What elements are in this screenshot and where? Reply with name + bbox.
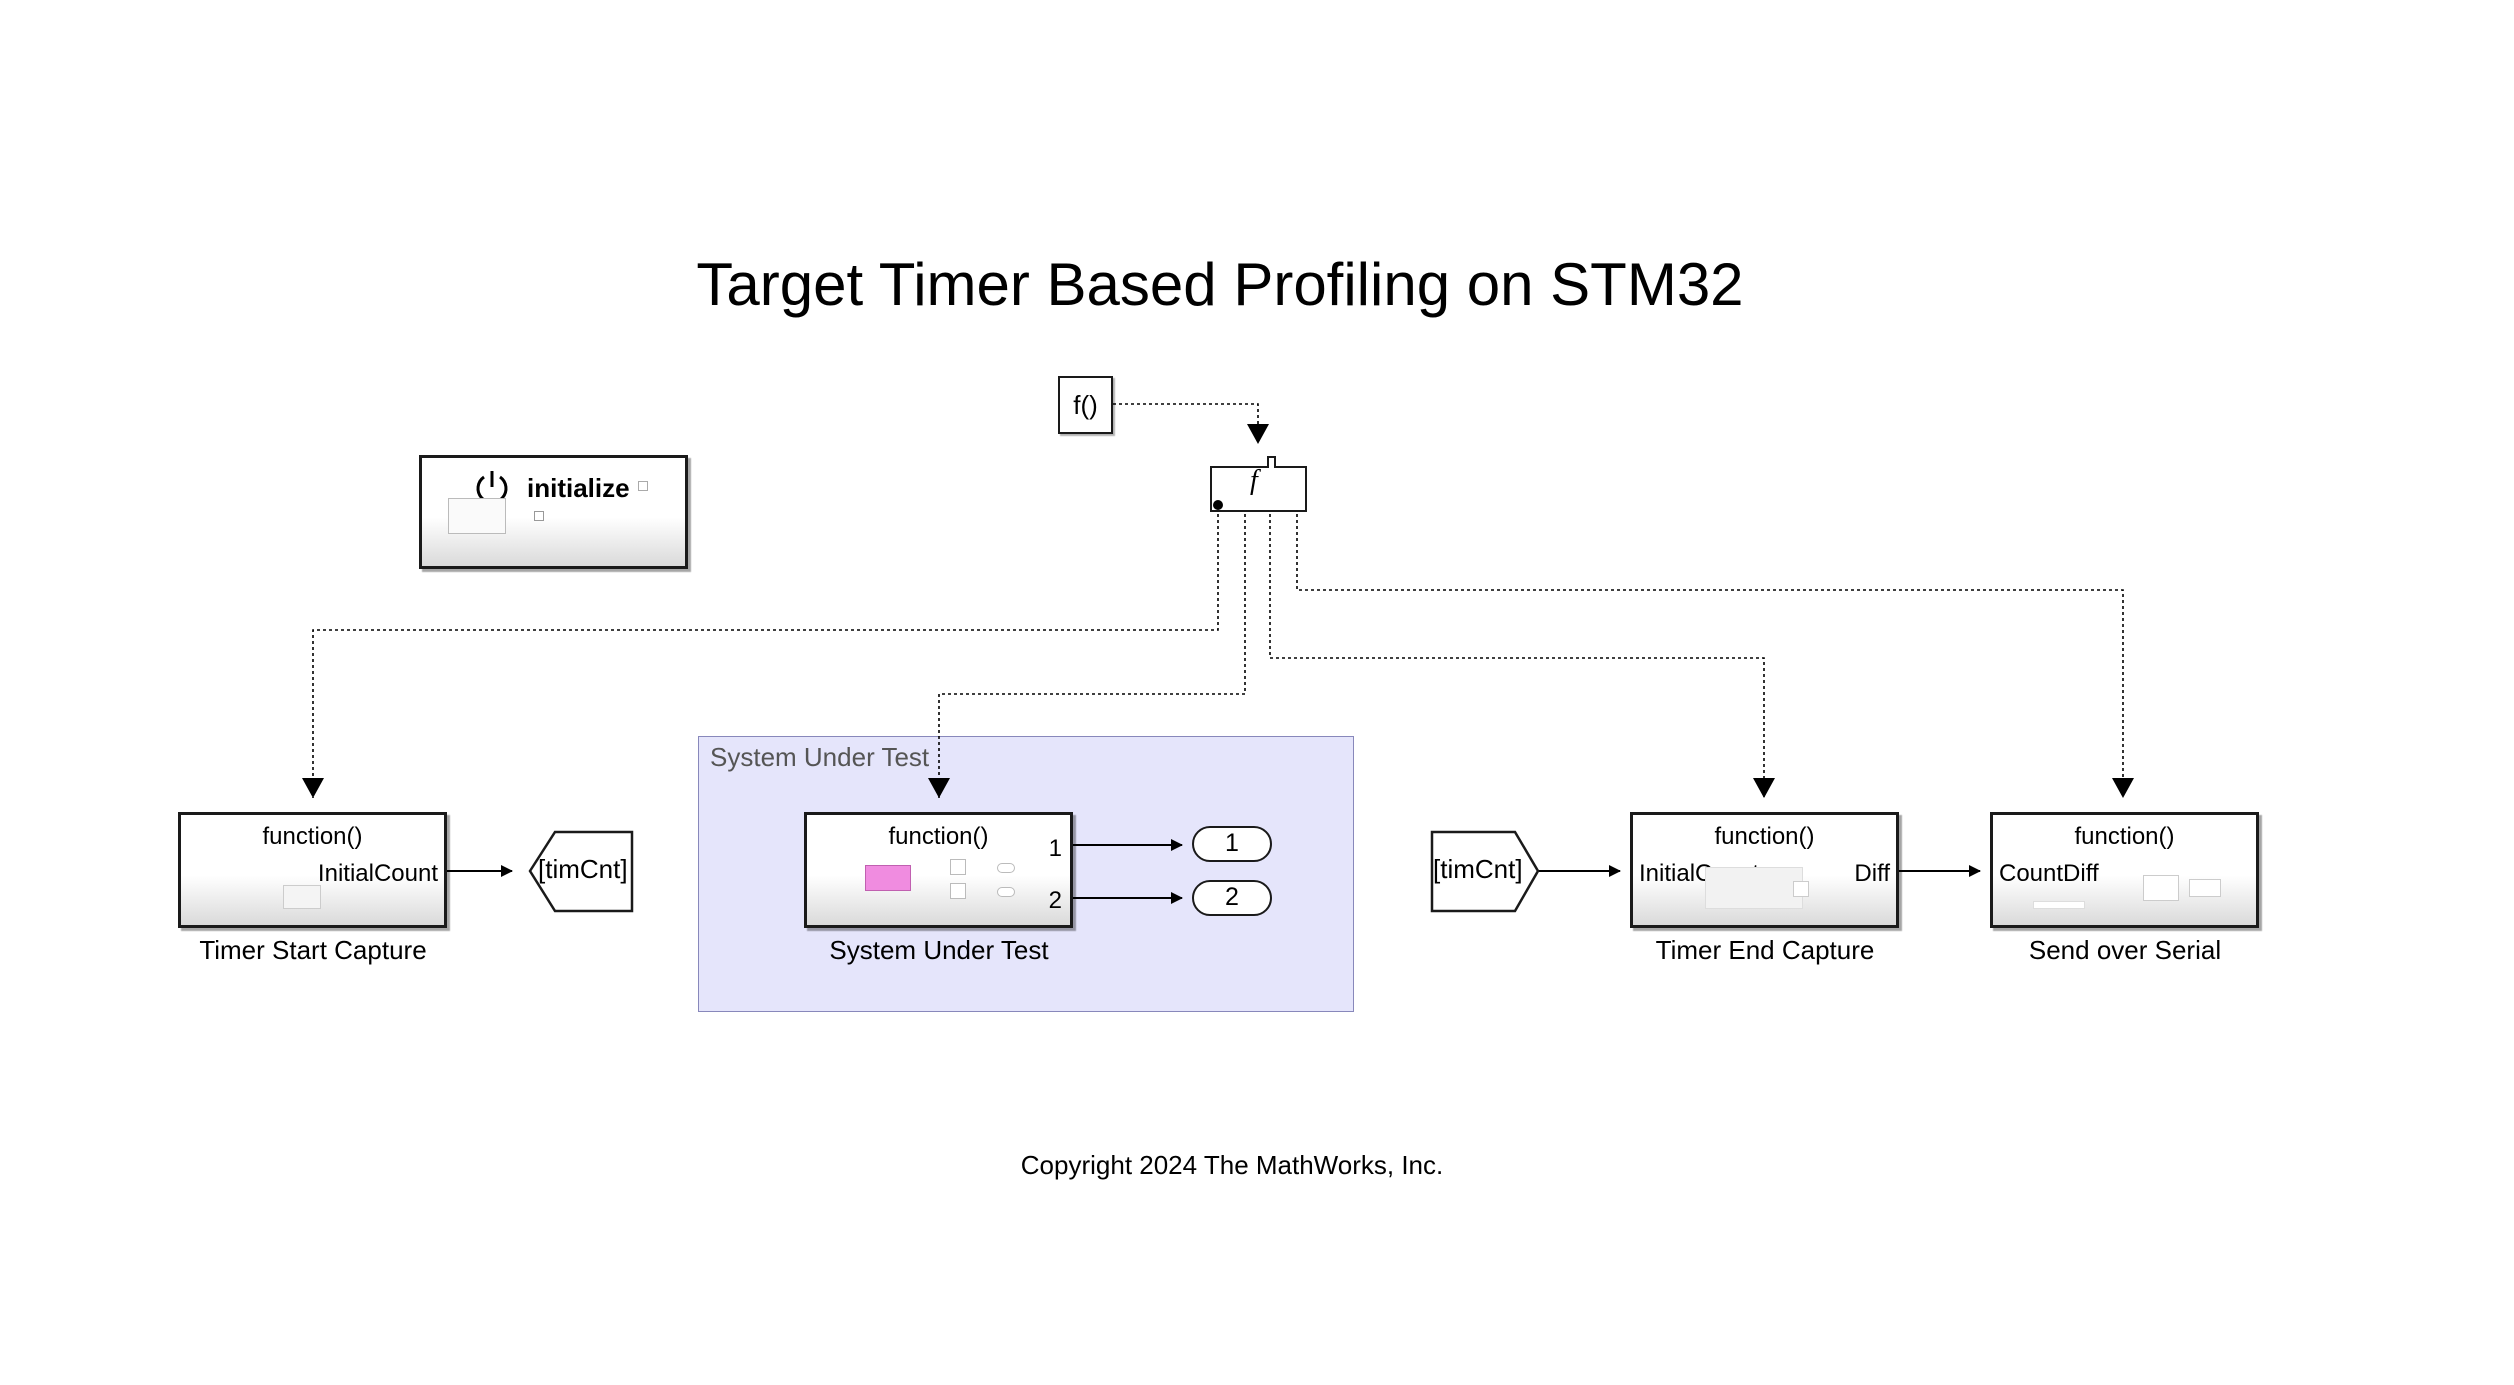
initialize-thumbnail bbox=[448, 498, 506, 534]
fcall-line-caller bbox=[1113, 403, 1269, 444]
timer-end-capture-block[interactable]: function() InitialCount Diff bbox=[1630, 812, 1899, 928]
sut-thumbnail-box-2 bbox=[950, 883, 966, 899]
system-under-test-block[interactable]: function() 1 2 bbox=[804, 812, 1073, 928]
split-dot bbox=[1213, 500, 1223, 510]
sut-port-out-1: 1 bbox=[1048, 835, 1062, 862]
serial-thumbnail-2 bbox=[2189, 879, 2221, 897]
fcall-line-serial bbox=[1296, 508, 2134, 798]
area-label: System Under Test bbox=[710, 742, 930, 772]
sut-header: function() bbox=[888, 823, 989, 850]
fcall-line-sut bbox=[928, 508, 1246, 798]
timer-start-name: Timer Start Capture bbox=[199, 935, 427, 965]
timer-end-name: Timer End Capture bbox=[1655, 935, 1875, 965]
goto-tag-shape bbox=[528, 830, 634, 913]
sut-pink-thumbnail bbox=[865, 865, 911, 891]
initialize-thumbnail-port bbox=[534, 511, 544, 521]
serial-thumbnail-3 bbox=[2033, 901, 2085, 909]
serial-header: function() bbox=[2074, 823, 2175, 850]
timer-end-port-out: Diff bbox=[1854, 860, 1890, 887]
from-tag-shape bbox=[1430, 830, 1540, 913]
timer-start-thumbnail bbox=[283, 885, 321, 909]
initialize-block[interactable]: initialize bbox=[419, 455, 688, 569]
serial-thumbnail-1 bbox=[2143, 875, 2179, 901]
initialize-thumbnail-port-2 bbox=[638, 481, 648, 491]
sut-thumbnail-oval-2 bbox=[997, 887, 1015, 897]
timer-start-capture-block[interactable]: function() InitialCount bbox=[178, 812, 447, 928]
sut-name: System Under Test bbox=[829, 935, 1049, 965]
sut-port-out-2: 2 bbox=[1048, 887, 1062, 914]
sut-thumbnail-box-1 bbox=[950, 859, 966, 875]
fcall-line-end bbox=[1269, 508, 1775, 798]
initialize-label: initialize bbox=[527, 473, 630, 503]
function-call-split-shape bbox=[1210, 456, 1307, 512]
diagram-title: Target Timer Based Profiling on STM32 bbox=[696, 251, 1744, 318]
outport-1[interactable]: 1 bbox=[1192, 826, 1272, 862]
serial-name: Send over Serial bbox=[2028, 935, 2222, 965]
timer-start-header: function() bbox=[262, 823, 363, 850]
send-over-serial-block[interactable]: function() CountDiff bbox=[1990, 812, 2259, 928]
function-call-split-label: f bbox=[1250, 465, 1258, 496]
function-caller-block[interactable]: f() bbox=[1058, 376, 1113, 434]
from-tag-label[interactable]: [timCnt] bbox=[1433, 854, 1523, 884]
copyright-text: Copyright 2024 The MathWorks, Inc. bbox=[1020, 1150, 1444, 1180]
fcall-line-start bbox=[302, 508, 1219, 798]
timer-end-header: function() bbox=[1714, 823, 1815, 850]
goto-tag-label[interactable]: [timCnt] bbox=[538, 854, 628, 884]
timer-end-thumbnail bbox=[1705, 867, 1803, 909]
timer-end-thumbnail-2 bbox=[1793, 881, 1809, 897]
timer-start-port-out: InitialCount bbox=[317, 860, 438, 887]
serial-port-in: CountDiff bbox=[1999, 860, 2099, 887]
outport-2[interactable]: 2 bbox=[1192, 880, 1272, 916]
sut-thumbnail-oval-1 bbox=[997, 863, 1015, 873]
function-caller-label: f() bbox=[1073, 390, 1098, 420]
